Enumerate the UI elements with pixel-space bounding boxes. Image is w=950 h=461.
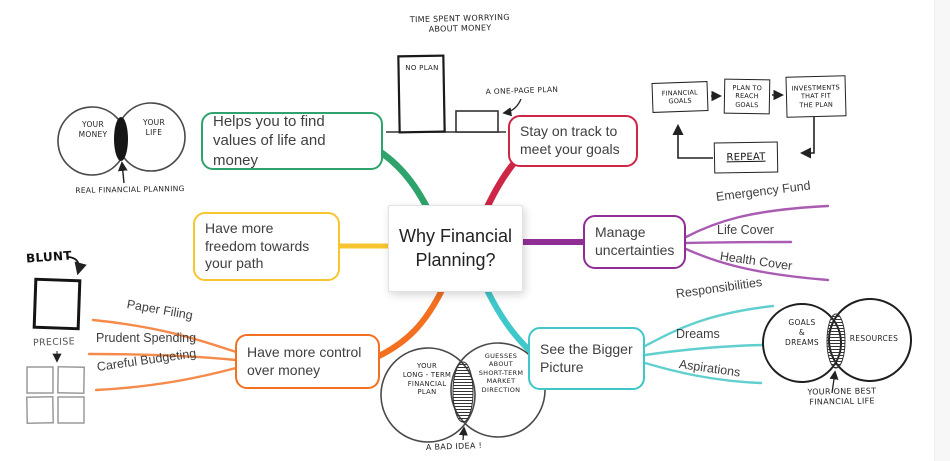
venn-resources-label: RESOURCES — [849, 334, 899, 343]
center-topic: Why Financial Planning? — [388, 205, 523, 292]
venn-intersection — [826, 313, 846, 369]
goals-loop-arrows — [672, 89, 815, 159]
line-dreams — [643, 343, 764, 357]
branch-values: Helps you to find values of life and mon… — [201, 112, 383, 170]
blunt-square — [32, 277, 82, 331]
venn-intersection — [114, 117, 128, 161]
blunt-precise-sketch — [26, 256, 87, 424]
bar-no-plan — [397, 54, 446, 134]
line-responsibilities — [643, 304, 775, 348]
venn-money-label: YOUR MONEY — [78, 120, 108, 139]
plan-vs-market-venn-sketch — [380, 342, 546, 443]
venn-life-label: YOUR LIFE — [143, 118, 165, 137]
line-careful-budgeting — [94, 366, 238, 392]
line-emergency-fund — [684, 204, 830, 239]
branch-control: Have more control over money — [235, 334, 380, 389]
branch-bigger-picture: See the Bigger Picture — [528, 327, 645, 390]
branch-stay-on-track: Stay on track to meet your goals — [508, 115, 638, 167]
money-life-venn-sketch — [57, 102, 186, 184]
one-page-plan-arrow — [502, 98, 522, 117]
flow-repeat: REPEAT — [713, 141, 779, 174]
line-aspirations — [643, 361, 763, 385]
one-best-life-caption: YOUR ONE BEST FINANCIAL LIFE — [807, 386, 877, 407]
line-health-cover — [684, 247, 830, 282]
flow-financial-goals: FINANCIAL GOALS — [651, 81, 709, 113]
bar-one-page-plan — [455, 110, 499, 133]
venn-intersection — [452, 361, 474, 423]
blunt-label: BLUNT — [25, 248, 73, 266]
worry-chart-title: TIME SPENT WORRYING ABOUT MONEY — [409, 12, 510, 35]
worry-bar-chart-sketch — [386, 54, 522, 134]
child-prudent-spending: Prudent Spending — [96, 331, 197, 345]
venn-long-term-plan-label: YOUR LONG - TERM FINANCIAL PLAN — [402, 362, 452, 397]
right-gutter — [934, 0, 950, 461]
child-life-cover: Life Cover — [717, 223, 774, 237]
venn-market-guesses-label: GUESSES ABOUT SHORT-TERM MARKET DIRECTIO… — [478, 352, 524, 394]
branch-freedom: Have more freedom towards your path — [193, 212, 340, 281]
goals-resources-venn-sketch — [762, 298, 912, 394]
line-life-cover — [684, 240, 793, 245]
precise-label: PRECISE — [32, 336, 76, 349]
branch-manage-uncertainties: Manage uncertainties — [583, 215, 686, 269]
flow-investments: INVESTMENTS THAT FIT THE PLAN — [785, 75, 847, 118]
line-paper-filing — [91, 318, 238, 354]
child-dreams: Dreams — [676, 327, 720, 341]
venn-goals-dreams-label: GOALS & DREAMS — [785, 318, 819, 347]
connector-bigger — [484, 287, 532, 353]
no-plan-bar-label: NO PLAN — [405, 64, 439, 72]
flow-plan-to-reach: PLAN TO REACH GOALS — [723, 78, 771, 115]
connector-control — [376, 287, 445, 359]
line-prudent-spending — [87, 352, 238, 362]
